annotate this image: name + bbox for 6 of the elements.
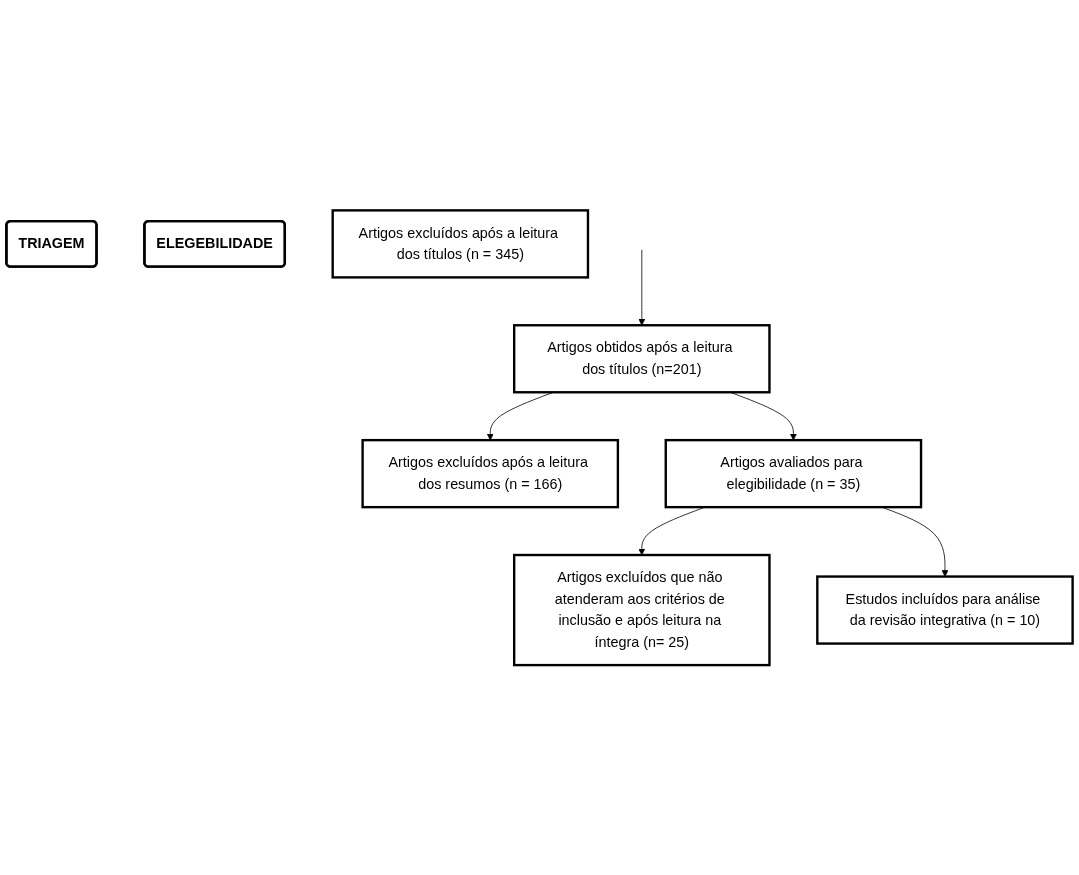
node-box: Artigos excluídos que não atenderam aos critérios de inclusão e após leitura na íntegra (n= 25): [513, 553, 771, 667]
node-box: Artigos obtidos após a leitura dos títulos (n=201): [513, 323, 771, 394]
node-box: Artigos excluídos após a leitura dos resumos (n = 166): [361, 438, 620, 509]
node-box: Estudos incluídos para análise da revisão integrativa (n = 10): [816, 575, 1074, 645]
node-box: Artigos excluídos após a leitura dos títulos (n = 345): [331, 208, 590, 279]
node-box: Artigos avaliados para elegibilidade (n = 35): [664, 438, 923, 509]
